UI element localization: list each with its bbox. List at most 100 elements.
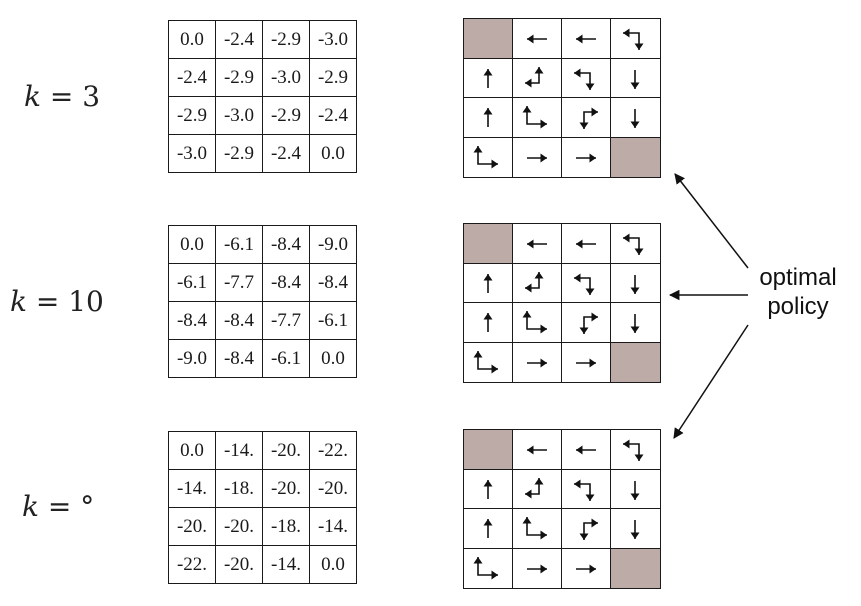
policy-cell xyxy=(464,469,513,509)
value-grid-row: -6.1 -7.7 -8.4 -8.4 xyxy=(168,263,357,302)
policy-cell xyxy=(513,469,562,509)
right-down-arrow-icon xyxy=(579,107,598,129)
left-arrow-icon xyxy=(527,445,547,455)
policy-grid-kinf xyxy=(463,429,661,589)
up-arrow-icon xyxy=(483,519,493,538)
value-cell: -7.7 xyxy=(215,263,263,302)
right-arrow-icon xyxy=(576,564,596,573)
left-arrow-icon xyxy=(527,239,547,249)
policy-cell xyxy=(513,263,562,303)
policy-cell xyxy=(562,19,611,59)
value-cell: -14. xyxy=(262,545,310,584)
right-down-arrow-icon xyxy=(579,312,598,334)
value-cell: -2.4 xyxy=(309,96,357,135)
value-grid-row: 0.0 -14. -20. -22. xyxy=(168,431,357,470)
value-cell: 0.0 xyxy=(168,431,216,470)
down-arrow-icon xyxy=(630,274,640,294)
value-cell: -8.4 xyxy=(262,263,310,302)
value-grid-row: -9.0 -8.4 -6.1 0.0 xyxy=(168,339,357,378)
value-grid-row: -2.4 -2.9 -3.0 -2.9 xyxy=(168,58,357,97)
value-grid-k3: 0.0 -2.4 -2.9 -3.0 -2.4 -2.9 -3.0 -2.9 -… xyxy=(168,20,357,173)
policy-cell xyxy=(562,509,611,549)
policy-cell xyxy=(513,19,562,59)
value-cell: -9.0 xyxy=(309,225,357,264)
value-cell: -8.4 xyxy=(262,225,310,264)
value-grid-row: -20. -20. -18. -14. xyxy=(168,507,357,546)
value-cell: -20. xyxy=(168,507,216,546)
policy-cell xyxy=(513,548,562,588)
policy-cell xyxy=(513,98,562,138)
up-arrow-icon xyxy=(483,313,493,332)
left-arrow-icon xyxy=(527,34,547,44)
value-cell: 0.0 xyxy=(309,339,357,378)
k-value: 10 xyxy=(68,285,104,318)
policy-cell xyxy=(464,303,513,343)
terminal-cell xyxy=(464,430,513,470)
policy-cell xyxy=(513,430,562,470)
value-grid-row: -8.4 -8.4 -7.7 -6.1 xyxy=(168,301,357,340)
k-value: ° xyxy=(80,490,95,523)
terminal-cell xyxy=(611,548,660,588)
arrow-to-top-policy xyxy=(674,173,749,269)
policy-cell xyxy=(611,224,660,264)
k-value: 3 xyxy=(82,80,101,113)
k3-label: k = 3 xyxy=(24,80,100,113)
policy-cell xyxy=(611,264,660,303)
terminal-cell xyxy=(611,137,660,177)
policy-cell xyxy=(464,137,513,177)
policy-cell xyxy=(513,224,562,264)
down-arrow-icon xyxy=(630,480,640,500)
equals-sign: = xyxy=(38,490,81,523)
value-grid-row: 0.0 -2.4 -2.9 -3.0 xyxy=(168,20,357,59)
value-cell: -20. xyxy=(215,507,263,546)
terminal-cell xyxy=(611,342,660,382)
value-cell: 0.0 xyxy=(168,20,216,59)
value-cell: -7.7 xyxy=(262,301,310,340)
value-cell: -20. xyxy=(262,469,310,508)
value-cell: -3.0 xyxy=(262,58,310,97)
value-grid-row: -3.0 -2.9 -2.4 0.0 xyxy=(168,134,357,173)
up-arrow-icon xyxy=(483,108,493,127)
value-cell: -2.4 xyxy=(262,134,310,173)
k-symbol: k xyxy=(10,285,27,318)
left-down-arrow-icon xyxy=(623,233,644,255)
policy-cell xyxy=(464,509,513,549)
policy-cell xyxy=(464,342,513,382)
value-cell: 0.0 xyxy=(168,225,216,264)
policy-cell xyxy=(513,509,562,549)
policy-cell xyxy=(562,58,611,98)
arrow-to-bottom-policy xyxy=(673,324,749,439)
value-cell: -20. xyxy=(262,431,310,470)
left-down-arrow-icon xyxy=(574,479,595,501)
policy-cell xyxy=(611,430,660,470)
value-cell: -8.4 xyxy=(168,301,216,340)
value-cell: -9.0 xyxy=(168,339,216,378)
policy-cell xyxy=(464,58,513,98)
value-grid-kinf: 0.0 -14. -20. -22. -14. -18. -20. -20. -… xyxy=(168,431,357,584)
right-down-arrow-icon xyxy=(579,518,598,540)
optimal-word: optimal xyxy=(759,264,837,291)
up-arrow-icon xyxy=(483,68,493,88)
right-arrow-icon xyxy=(527,153,547,162)
policy-cell xyxy=(611,470,660,509)
policy-cell xyxy=(562,548,611,588)
up-right-arrow-icon xyxy=(522,106,547,129)
up-arrow-icon xyxy=(483,273,493,293)
up-left-arrow-icon xyxy=(525,477,544,498)
down-arrow-icon xyxy=(630,109,640,128)
policy-cell xyxy=(464,548,513,588)
up-arrow-icon xyxy=(483,479,493,499)
policy-cell xyxy=(611,509,660,549)
value-cell: -8.4 xyxy=(309,263,357,302)
left-down-arrow-icon xyxy=(623,439,644,461)
policy-cell xyxy=(562,303,611,343)
left-down-arrow-icon xyxy=(623,28,644,50)
value-cell: -18. xyxy=(262,507,310,546)
policy-cell xyxy=(513,58,562,98)
policy-cell xyxy=(611,303,660,343)
value-grid-row: -2.9 -3.0 -2.9 -2.4 xyxy=(168,96,357,135)
up-right-arrow-icon xyxy=(473,350,498,373)
up-right-arrow-icon xyxy=(473,145,498,168)
kinf-label: k = ° xyxy=(22,490,94,523)
